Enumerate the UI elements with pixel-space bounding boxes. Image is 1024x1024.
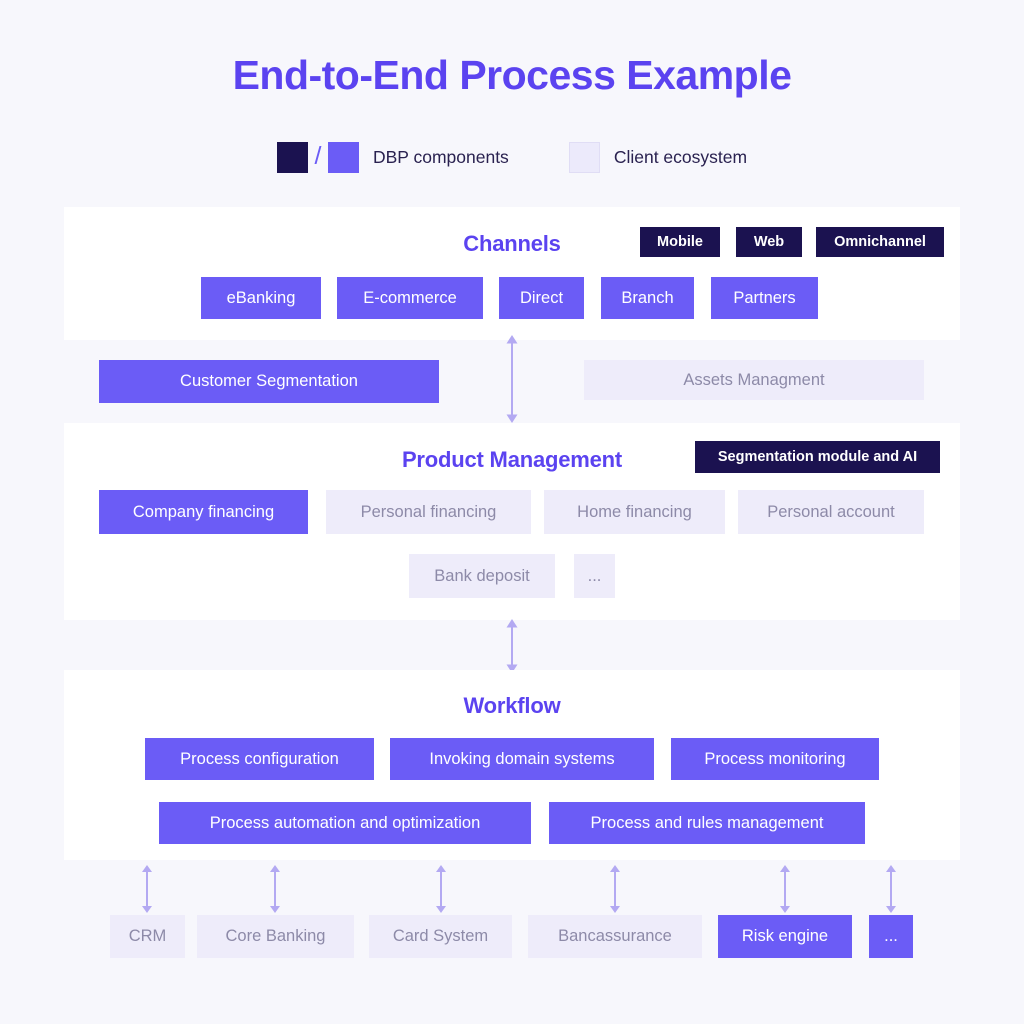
system-more[interactable]: ...	[869, 915, 913, 958]
system-core-banking[interactable]: Core Banking	[197, 915, 354, 958]
legend-item-dbp-components: / DBP components	[276, 142, 509, 173]
connector-workflow-to-more	[879, 864, 903, 914]
channel-direct[interactable]: Direct	[499, 277, 584, 319]
legend-swatch-purple	[327, 142, 359, 173]
band-customer-segmentation[interactable]: Customer Segmentation	[99, 360, 439, 403]
workflow-invoking-domain-systems[interactable]: Invoking domain systems	[390, 738, 654, 780]
panel-channels: Channels Mobile Web Omnichannel eBanking…	[64, 207, 960, 340]
legend: / DBP components Client ecosystem	[0, 142, 1024, 173]
connector-product-to-workflow	[500, 618, 524, 674]
connector-channels-to-product	[500, 334, 524, 424]
connector-workflow-to-crm	[135, 864, 159, 914]
legend-label-client-ecosystem: Client ecosystem	[613, 147, 748, 167]
product-bank-deposit[interactable]: Bank deposit	[409, 554, 555, 598]
workflow-process-configuration[interactable]: Process configuration	[145, 738, 374, 780]
panel-workflow: Workflow Process configuration Invoking …	[64, 670, 960, 860]
legend-swatch-dark	[276, 142, 308, 173]
connector-workflow-to-card-system	[429, 864, 453, 914]
workflow-process-and-rules-management[interactable]: Process and rules management	[549, 802, 865, 844]
section-title-workflow: Workflow	[463, 693, 561, 718]
workflow-process-automation-and-optimization[interactable]: Process automation and optimization	[159, 802, 531, 844]
band-assets-management[interactable]: Assets Managment	[584, 360, 924, 400]
section-title-channels: Channels	[463, 231, 561, 256]
page-title: End-to-End Process Example	[232, 52, 792, 98]
product-more[interactable]: ...	[574, 554, 615, 598]
panel-product-management: Product Management Segmentation module a…	[64, 423, 960, 620]
legend-item-client-ecosystem: Client ecosystem	[568, 142, 748, 173]
connector-workflow-to-core-banking	[263, 864, 287, 914]
tag-mobile[interactable]: Mobile	[640, 227, 720, 257]
legend-swatch-light	[568, 142, 600, 173]
product-home-financing[interactable]: Home financing	[544, 490, 725, 534]
legend-label-dbp-components: DBP components	[372, 147, 509, 167]
channel-partners[interactable]: Partners	[711, 277, 818, 319]
channel-branch[interactable]: Branch	[601, 277, 694, 319]
tag-omnichannel[interactable]: Omnichannel	[816, 227, 944, 257]
product-personal-account[interactable]: Personal account	[738, 490, 924, 534]
system-risk-engine[interactable]: Risk engine	[718, 915, 852, 958]
system-crm[interactable]: CRM	[110, 915, 185, 958]
channel-e-commerce[interactable]: E-commerce	[337, 277, 483, 319]
system-bancassurance[interactable]: Bancassurance	[528, 915, 702, 958]
channel-ebanking[interactable]: eBanking	[201, 277, 321, 319]
connector-workflow-to-risk-engine	[773, 864, 797, 914]
workflow-process-monitoring[interactable]: Process monitoring	[671, 738, 879, 780]
system-card-system[interactable]: Card System	[369, 915, 512, 958]
product-personal-financing[interactable]: Personal financing	[326, 490, 531, 534]
tag-web[interactable]: Web	[736, 227, 802, 257]
product-company-financing[interactable]: Company financing	[99, 490, 308, 534]
section-title-product-management: Product Management	[401, 447, 623, 472]
legend-separator-slash: /	[314, 142, 322, 170]
connector-workflow-to-bancassurance	[603, 864, 627, 914]
tag-segmentation-module-and-ai[interactable]: Segmentation module and AI	[695, 441, 940, 473]
